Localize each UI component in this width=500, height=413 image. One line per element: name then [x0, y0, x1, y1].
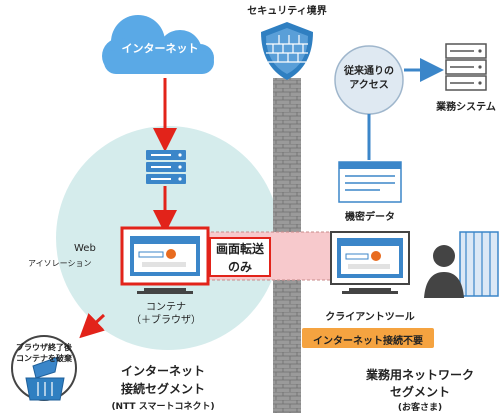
- confidential-data-label: 機密データ: [345, 212, 395, 223]
- no-internet-badge: [302, 328, 434, 348]
- isolation-label-line2: アイソレーション: [28, 259, 92, 268]
- internet-segment-line1: インターネット: [120, 364, 206, 378]
- business-system-label: 業務システム: [436, 102, 496, 113]
- client-tool-monitor: [330, 231, 410, 294]
- business-system-icon: [445, 43, 487, 91]
- discard-arrow: [79, 313, 106, 339]
- trash-bin-icon: [11, 335, 77, 401]
- internet-segment-line3: (NTT スマートコネクト): [111, 402, 215, 412]
- container-label-line2: （＋ブラウザ）: [131, 315, 201, 326]
- internet-segment-line2: 接続セグメント: [120, 382, 206, 396]
- web-server-icon: [146, 150, 186, 184]
- transfer-label-box: [209, 237, 271, 277]
- internet-cloud-icon: [102, 15, 214, 74]
- business-segment-line1: 業務用ネットワーク: [365, 368, 475, 382]
- transfer-label-line1: 画面転送: [215, 242, 265, 256]
- business-segment-line3: (お客さま): [397, 403, 443, 413]
- internet-label: インターネット: [121, 42, 199, 55]
- isolation-label-line1: Web: [74, 243, 96, 254]
- user-icon: [424, 231, 499, 298]
- security-boundary-label: セキュリティ境界: [247, 6, 327, 17]
- firewall-shield-icon: [261, 22, 313, 80]
- legacy-access-line1: 従来通りの: [344, 66, 394, 77]
- discard-note-line2: コンテナを破棄: [16, 354, 72, 363]
- business-segment-line2: セグメント: [389, 385, 451, 399]
- no-internet-badge-label: インターネット接続不要: [313, 336, 423, 347]
- transfer-label-line2: のみ: [227, 260, 253, 274]
- client-tool-label: クライアントツール: [325, 312, 415, 323]
- container-monitor: [120, 226, 210, 294]
- container-label-line1: コンテナ: [146, 302, 186, 313]
- discard-note-line1: ブラウザ終了後: [16, 343, 72, 352]
- legacy-access-line2: アクセス: [349, 80, 389, 91]
- confidential-data-icon: [338, 161, 402, 203]
